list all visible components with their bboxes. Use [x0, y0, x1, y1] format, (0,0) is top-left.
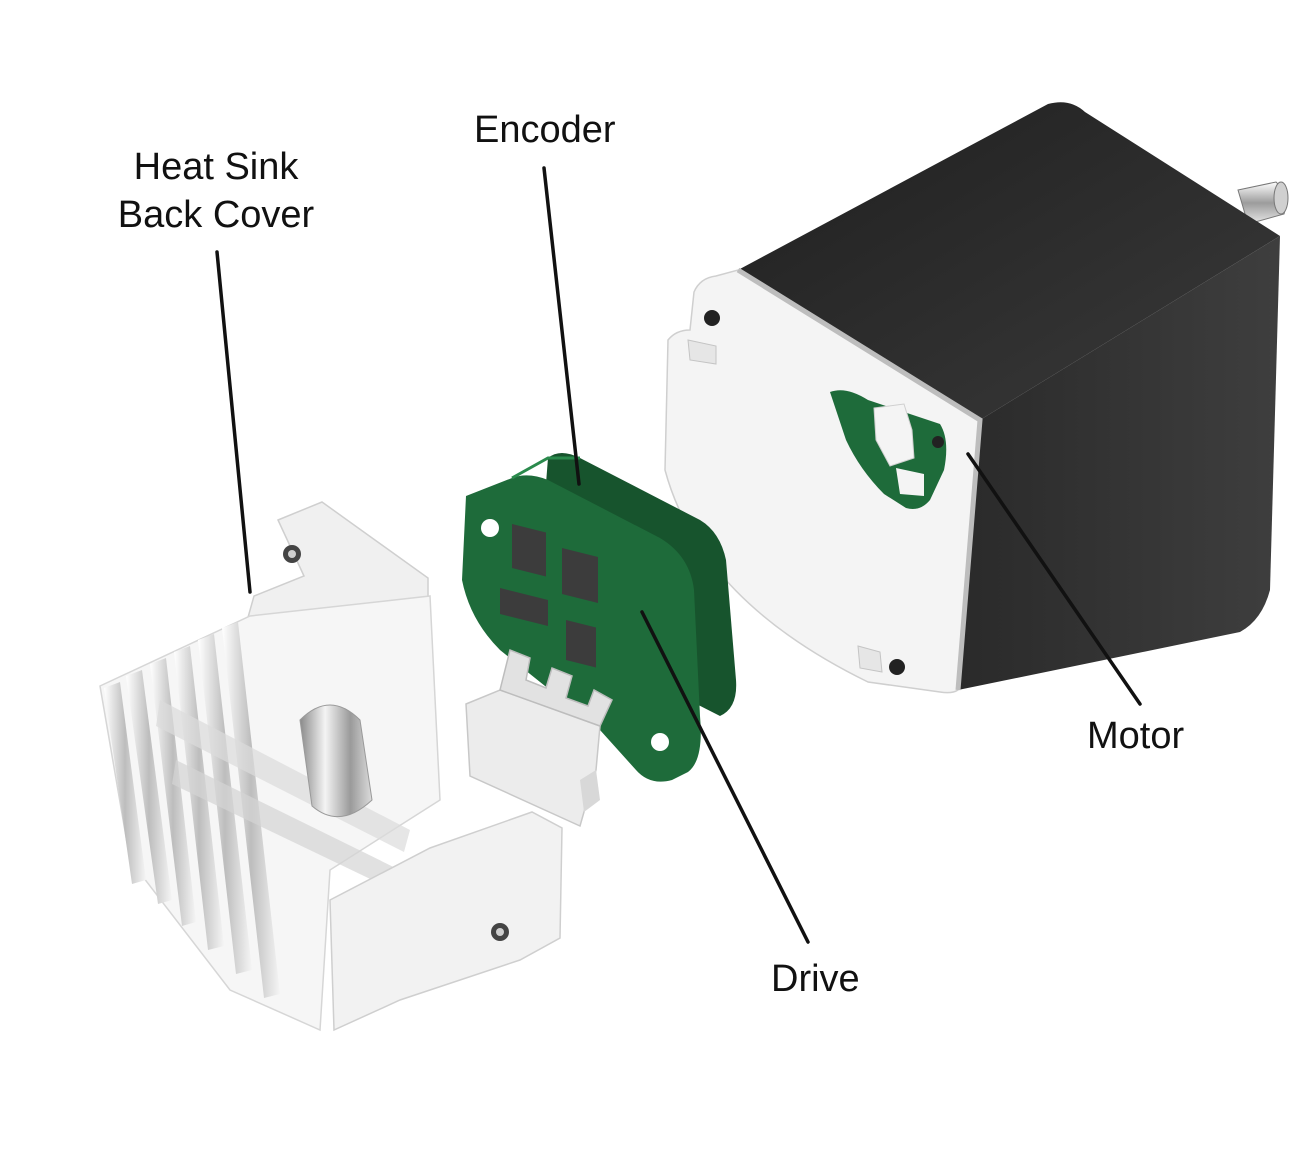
- pcb-connector: [465, 648, 613, 828]
- motor-side-face: [958, 236, 1280, 690]
- leader-lines: [215, 166, 1142, 944]
- heat-sink-core: [299, 704, 373, 818]
- leader-motor: [966, 452, 1142, 706]
- pcb-stack: [462, 453, 737, 828]
- ic-chip: [562, 548, 598, 603]
- label-motor: Motor: [1087, 715, 1185, 757]
- mount-hole-icon: [704, 310, 720, 326]
- label-drive: Drive: [771, 958, 860, 1000]
- leader-encoder: [542, 166, 581, 486]
- label-heat-sink-line1: Heat Sink: [133, 146, 299, 188]
- ic-chip: [512, 524, 546, 577]
- heat-sink-front-bracket: [329, 811, 563, 1032]
- pcb-hole-icon: [481, 519, 499, 537]
- pcb-hole-icon: [651, 733, 669, 751]
- motor: [664, 102, 1289, 694]
- label-encoder: Encoder: [474, 109, 616, 151]
- motor-top-face: [738, 102, 1280, 420]
- leader-drive: [640, 610, 810, 944]
- ic-chip: [566, 620, 596, 668]
- motor-end-cap: [664, 269, 981, 694]
- label-heat-sink-line2: Back Cover: [117, 194, 315, 236]
- leader-heat-sink: [215, 250, 252, 594]
- ic-chip: [500, 588, 548, 626]
- label-heat-sink-back-cover: Heat Sink Back Cover: [100, 143, 332, 239]
- mount-hole-icon: [889, 659, 905, 675]
- heat-sink-back-cover: [99, 501, 563, 1032]
